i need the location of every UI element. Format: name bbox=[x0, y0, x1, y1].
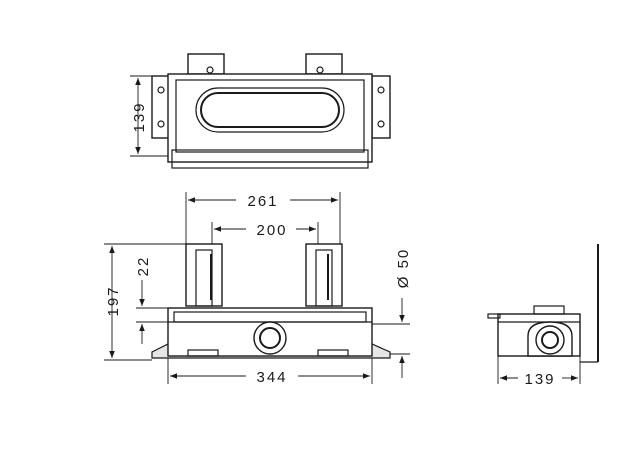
pipe-outlet bbox=[253, 321, 287, 355]
right-mounting-tab bbox=[371, 75, 391, 139]
dim-inner-width: 200 bbox=[256, 222, 287, 239]
left-bracket bbox=[187, 53, 225, 75]
dim-side-depth: 139 bbox=[524, 371, 555, 388]
left-upright bbox=[185, 243, 223, 307]
dim-offset: 22 bbox=[135, 256, 152, 277]
dim-diameter: Ø 50 bbox=[395, 248, 412, 289]
right-upright bbox=[305, 243, 343, 307]
side-pipe-outlet bbox=[535, 325, 565, 355]
housing-top bbox=[167, 73, 373, 163]
housing-opening bbox=[195, 87, 345, 133]
right-bracket bbox=[305, 53, 343, 75]
dim-overall-width: 261 bbox=[247, 193, 278, 210]
side-view: 139 bbox=[487, 244, 599, 388]
dim-height: 197 bbox=[105, 285, 122, 316]
dim-base-width: 344 bbox=[256, 369, 287, 386]
top-view: 139 bbox=[130, 53, 391, 169]
front-view: 261 200 197 22 bbox=[104, 192, 412, 386]
dim-top-height: 139 bbox=[131, 101, 148, 132]
